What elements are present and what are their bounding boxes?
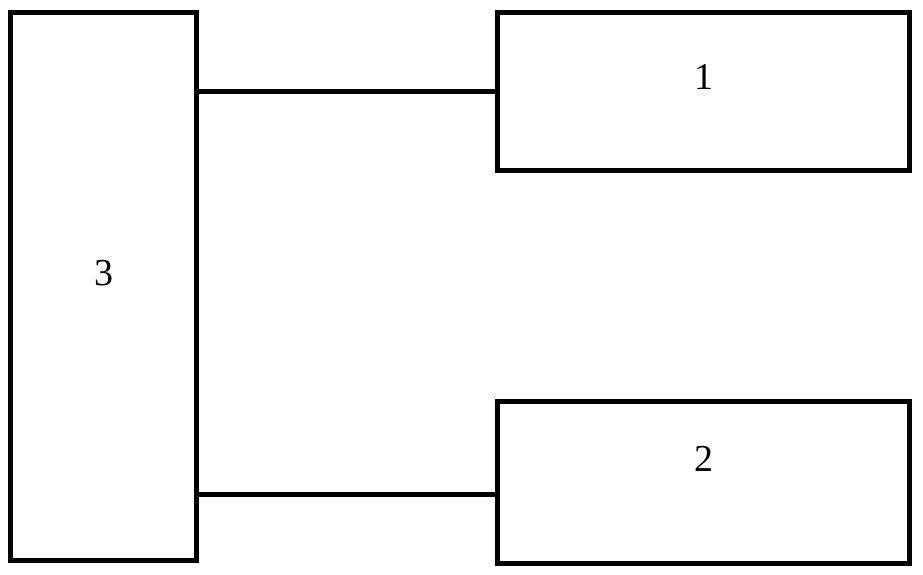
block-2-label: 2 [694,438,713,480]
block-1[interactable]: 1 [495,10,912,173]
connector-block3-to-block1 [195,89,499,94]
block-2[interactable]: 2 [495,399,912,566]
connector-block3-to-block2 [195,492,499,497]
block-3[interactable]: 3 [8,10,199,563]
block-3-label: 3 [94,252,113,294]
block-1-label: 1 [694,56,713,98]
